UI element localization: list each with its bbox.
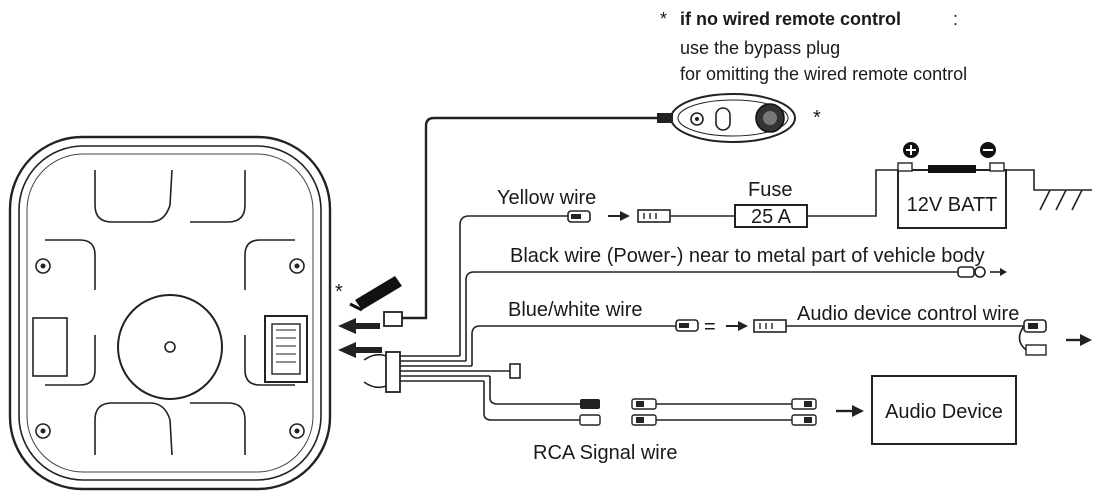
audio-control-wire-label: Audio device control wire: [797, 303, 1019, 325]
audio-device-label: Audio Device: [885, 401, 1003, 423]
equals-sign: =: [704, 316, 716, 338]
plug-insert-arrows: [338, 276, 402, 358]
wire-harness: [363, 351, 521, 393]
black-wire-ring-terminal: [957, 266, 1007, 278]
note-line-1: use the bypass plug: [680, 38, 840, 58]
audio-device: Audio Device: [871, 375, 1017, 445]
fuse-label: Fuse: [748, 179, 792, 201]
note-line-2: for omitting the wired remote control: [680, 64, 967, 84]
blue-white-wire-label: Blue/white wire: [508, 299, 643, 321]
plug-asterisk: *: [335, 281, 343, 303]
fuse-value: 25 A: [751, 206, 792, 228]
blue-white-connector: =: [675, 316, 787, 338]
fuse: 25 A: [734, 204, 808, 228]
note-title: if no wired remote control: [680, 9, 901, 29]
battery: 12V BATT: [897, 142, 1007, 229]
yellow-wire-label: Yellow wire: [497, 187, 596, 209]
ground-symbol: [1006, 169, 1092, 211]
wired-remote-control[interactable]: [657, 93, 796, 143]
rca-wire-label: RCA Signal wire: [533, 442, 678, 464]
rca-connectors: [579, 398, 864, 426]
battery-label: 12V BATT: [907, 194, 998, 216]
audio-control-connector: [1018, 319, 1092, 356]
note-asterisk: *: [660, 9, 667, 29]
remote-asterisk: *: [813, 107, 821, 129]
speaker-unit: [8, 135, 332, 491]
yellow-wire-connector: [567, 209, 671, 223]
note-colon: :: [953, 9, 958, 29]
black-wire-label: Black wire (Power-) near to metal part o…: [510, 245, 985, 267]
bypass-note: * if no wired remote control : use the b…: [660, 9, 967, 84]
